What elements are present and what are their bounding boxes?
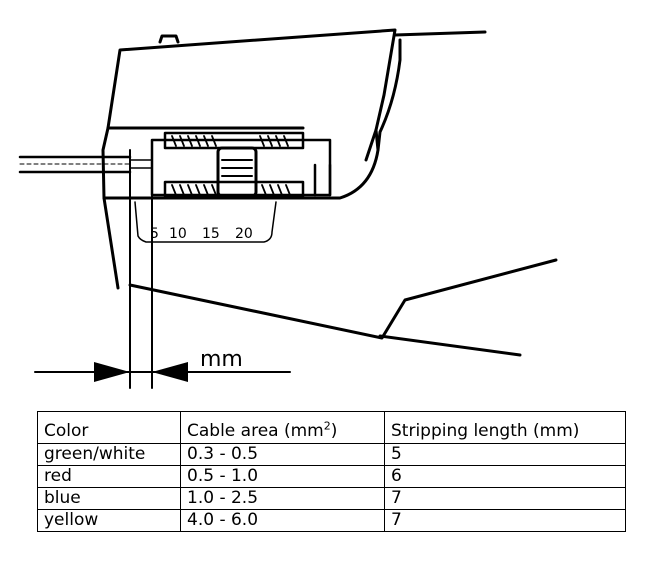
scale-tick-10: 10 <box>169 226 187 242</box>
cell-area: 0.5 - 1.0 <box>180 465 385 488</box>
table-header-row: Color Cable area (mm2) Stripping length … <box>37 411 626 444</box>
slider-grip <box>221 159 253 177</box>
unit-label: mm <box>200 347 243 372</box>
tool-handle <box>378 334 522 357</box>
cell-length: 7 <box>384 509 626 532</box>
spring-threads <box>171 135 291 196</box>
table-row: red 0.5 - 1.0 6 <box>37 465 626 488</box>
arrow-right <box>152 362 188 382</box>
cell-area: 0.3 - 0.5 <box>180 443 385 466</box>
header-cable-area: Cable area (mm2) <box>180 411 385 444</box>
cell-color: yellow <box>37 509 181 532</box>
cell-area: 1.0 - 2.5 <box>180 487 385 510</box>
table-row: yellow 4.0 - 6.0 7 <box>37 509 626 532</box>
cell-color: blue <box>37 487 181 510</box>
tool-housing <box>106 28 397 162</box>
cell-area: 4.0 - 6.0 <box>180 509 385 532</box>
cell-length: 6 <box>384 465 626 488</box>
scale-tick-15: 15 <box>202 226 220 242</box>
cell-length: 7 <box>384 487 626 510</box>
tool-clip <box>158 34 180 44</box>
cable <box>18 155 132 174</box>
scale-tick-5: 5 <box>150 226 159 242</box>
cell-length: 5 <box>384 443 626 466</box>
tool-back-contour <box>376 38 402 152</box>
table-row: blue 1.0 - 2.5 7 <box>37 487 626 510</box>
stripping-tool-diagram: 5 10 15 20 mm <box>18 28 558 389</box>
cell-color: green/white <box>37 443 181 466</box>
tool-jaw-lower <box>102 128 380 200</box>
scale-tick-20: 20 <box>235 226 253 242</box>
slider-knob <box>216 146 258 198</box>
cable-core <box>129 159 153 169</box>
arrow-left <box>94 362 130 382</box>
tool-lower-body <box>128 258 558 340</box>
header-color: Color <box>37 411 181 444</box>
stripping-length-table: Color Cable area (mm2) Stripping length … <box>37 411 626 532</box>
table-row: green/white 0.3 - 0.5 5 <box>37 443 626 466</box>
tool-top-edge <box>393 30 487 37</box>
header-stripping-length: Stripping length (mm) <box>384 411 626 444</box>
tool-front-face <box>101 126 120 290</box>
mechanism-wall <box>313 163 332 197</box>
cell-color: red <box>37 465 181 488</box>
scale-bracket <box>134 201 277 243</box>
